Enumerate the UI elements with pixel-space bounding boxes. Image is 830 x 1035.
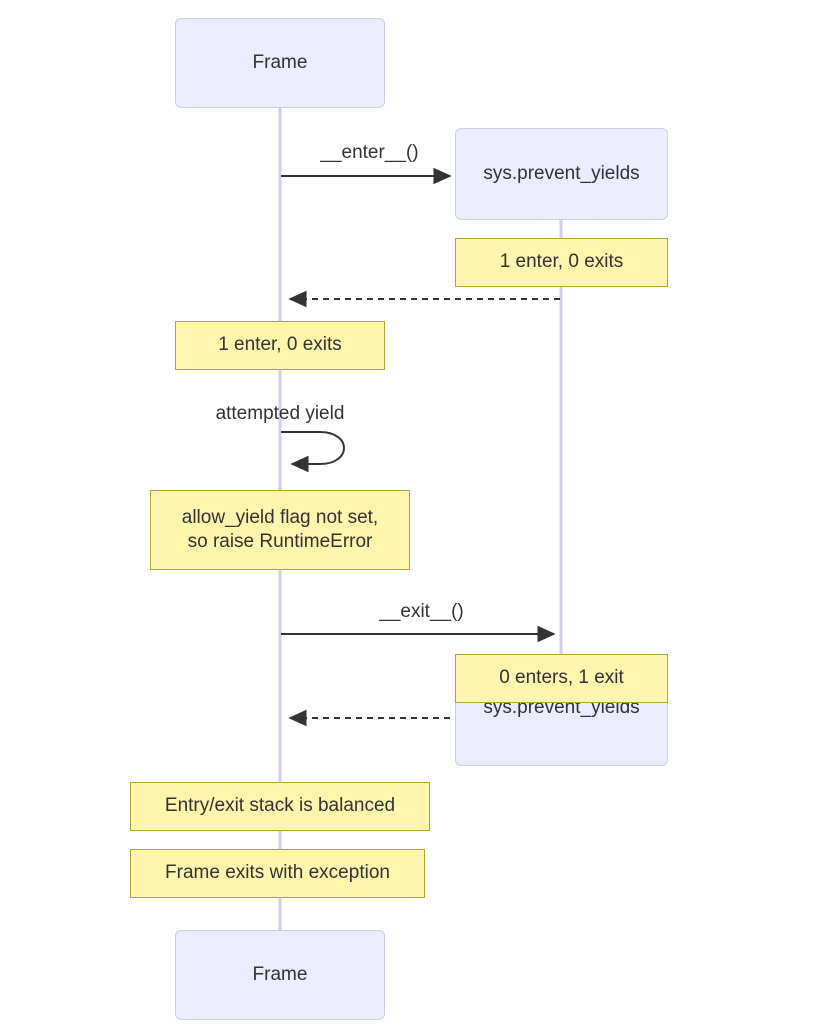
participant-label: sys.prevent_yields <box>483 163 640 185</box>
note-box-allow-yield-flag: allow_yield flag not set, so raise Runti… <box>150 490 410 570</box>
note-text: 0 enters, 1 exit <box>499 667 624 689</box>
message-label-attempted-yield: attempted yield <box>215 403 345 424</box>
note-text: 1 enter, 0 exits <box>218 334 342 356</box>
message-label-exit: __exit__() <box>379 601 464 622</box>
participant-label: Frame <box>252 52 308 74</box>
participant-label: Frame <box>252 964 308 986</box>
message-label-enter: __enter__() <box>320 142 419 163</box>
note-box-stack-balanced: Entry/exit stack is balanced <box>130 782 430 831</box>
participant-box-frame-bottom[interactable]: Frame <box>175 930 385 1020</box>
note-box-right-enter-count: 1 enter, 0 exits <box>455 238 668 287</box>
message-arrow-self-loop-attempted-yield <box>281 431 345 473</box>
participant-box-frame-top[interactable]: Frame <box>175 18 385 108</box>
note-box-frame-exits-exception: Frame exits with exception <box>130 849 425 898</box>
note-text: allow_yield flag not set, so raise Runti… <box>181 506 379 552</box>
participant-box-sys-prevent-yields-top[interactable]: sys.prevent_yields <box>455 128 668 220</box>
note-text: Entry/exit stack is balanced <box>164 795 396 817</box>
note-text: 1 enter, 0 exits <box>499 251 624 273</box>
note-box-right-exit-count: 0 enters, 1 exit <box>455 654 668 703</box>
note-text: Frame exits with exception <box>165 862 390 884</box>
note-box-left-enter-count: 1 enter, 0 exits <box>175 321 385 370</box>
